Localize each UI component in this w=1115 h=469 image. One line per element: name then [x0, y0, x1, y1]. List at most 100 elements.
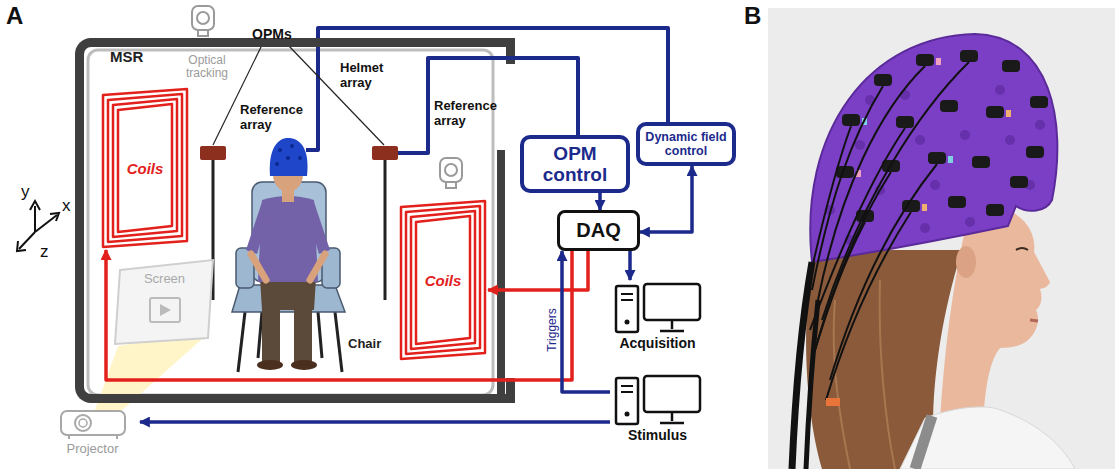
computer-icon — [610, 372, 705, 427]
label-holder: Optical tracking — [172, 54, 242, 80]
box-label: DAQ — [564, 219, 633, 242]
room-label: MSR — [110, 48, 515, 65]
helmet-mesh — [1035, 120, 1045, 130]
opm-sensor — [298, 156, 302, 160]
label-holder: y — [21, 182, 30, 201]
connector — [598, 193, 602, 210]
screen-surface — [115, 260, 213, 344]
msr-wall — [497, 150, 505, 395]
label-holder: Reference array — [240, 102, 310, 132]
camera-lens — [445, 164, 457, 176]
coil-label: Coils — [425, 272, 462, 289]
reference-pole — [384, 160, 387, 300]
opm-sensor — [278, 148, 282, 152]
computer-label: Acquisition — [610, 335, 705, 352]
video-icon — [150, 298, 180, 322]
label-holder: A — [6, 2, 23, 30]
tower-slot — [621, 293, 633, 295]
axis-label: z — [40, 242, 49, 261]
coil-winding — [113, 99, 177, 237]
coil-winding — [411, 211, 475, 349]
monitor-base — [660, 422, 684, 425]
cable-tag — [948, 156, 953, 163]
projector: Projector — [45, 405, 140, 457]
axis-head — [17, 241, 26, 251]
panel-letter: B — [744, 2, 761, 30]
connector — [628, 251, 632, 280]
helmet-mesh — [920, 223, 930, 233]
play-icon — [160, 304, 171, 316]
axis-head — [50, 213, 59, 221]
opm-sensor — [896, 116, 914, 128]
tower-button — [625, 412, 630, 417]
coil-winding — [416, 216, 470, 344]
connector — [562, 251, 610, 392]
legs — [260, 278, 316, 310]
shirt — [900, 407, 1075, 469]
forearm — [251, 254, 266, 280]
chair-leg — [258, 312, 262, 358]
helmet-mesh — [995, 85, 1005, 95]
opm-sensor — [836, 50, 1048, 222]
monitor-stand — [671, 412, 674, 421]
opm-sensor — [986, 204, 1004, 216]
face — [940, 212, 1050, 420]
cable-band — [826, 398, 840, 406]
computer-monitor — [644, 284, 700, 320]
msr-wall — [497, 38, 515, 403]
camera-mount — [446, 182, 456, 188]
cable-tag — [1006, 110, 1011, 117]
computer-tower — [616, 378, 638, 424]
tracking-camera — [192, 6, 462, 188]
panel-letter: A — [6, 2, 23, 30]
shoe — [257, 360, 283, 370]
projector-lens — [79, 419, 87, 427]
tower-slot — [621, 299, 633, 301]
opm-sensor — [1030, 96, 1048, 108]
sensor-cable — [792, 62, 969, 469]
shoe — [291, 360, 317, 370]
connector — [640, 166, 692, 232]
label-holder: Reference array — [434, 98, 498, 128]
opm-sensor — [928, 152, 946, 164]
axis-line — [19, 232, 35, 249]
signal-label: Triggers — [545, 308, 559, 352]
opm-sensor — [275, 162, 279, 166]
hair-strand — [880, 280, 895, 469]
projector-body — [61, 411, 125, 435]
computer-label: Stimulus — [610, 427, 705, 444]
coil-winding — [401, 201, 485, 359]
monitor-stand — [671, 320, 674, 329]
lips — [1030, 320, 1038, 321]
photo-background — [768, 8, 1115, 469]
opm-sensor — [916, 54, 934, 66]
axis-line — [34, 206, 36, 232]
projector-foot — [116, 435, 118, 439]
opm-sensor — [1010, 176, 1028, 188]
sensor-cable — [826, 212, 911, 400]
sensor-cable — [806, 300, 818, 469]
reference-sensor — [372, 146, 398, 160]
reference-sensor — [200, 146, 226, 160]
helmet-mesh — [960, 130, 970, 140]
tower-slot — [621, 385, 633, 387]
leg — [262, 306, 280, 362]
leg — [294, 306, 312, 362]
tower-button — [625, 320, 630, 325]
sleeve — [307, 202, 330, 254]
cable-tag — [856, 58, 1011, 211]
part-label: Helmet array — [340, 60, 396, 90]
label-holder: x — [62, 196, 71, 215]
axis-label: y — [21, 182, 30, 201]
sleeve — [246, 202, 269, 254]
part-label: Optical tracking — [172, 54, 242, 80]
chair-leg — [335, 312, 342, 372]
tower-slot — [621, 391, 633, 393]
opm-sensor — [874, 74, 892, 86]
projector-icon — [45, 405, 140, 441]
box-label: Dynamic field control — [643, 130, 729, 158]
cable-tag — [936, 58, 941, 65]
label-holder: Chair — [348, 336, 381, 351]
computer-tower — [616, 286, 638, 332]
